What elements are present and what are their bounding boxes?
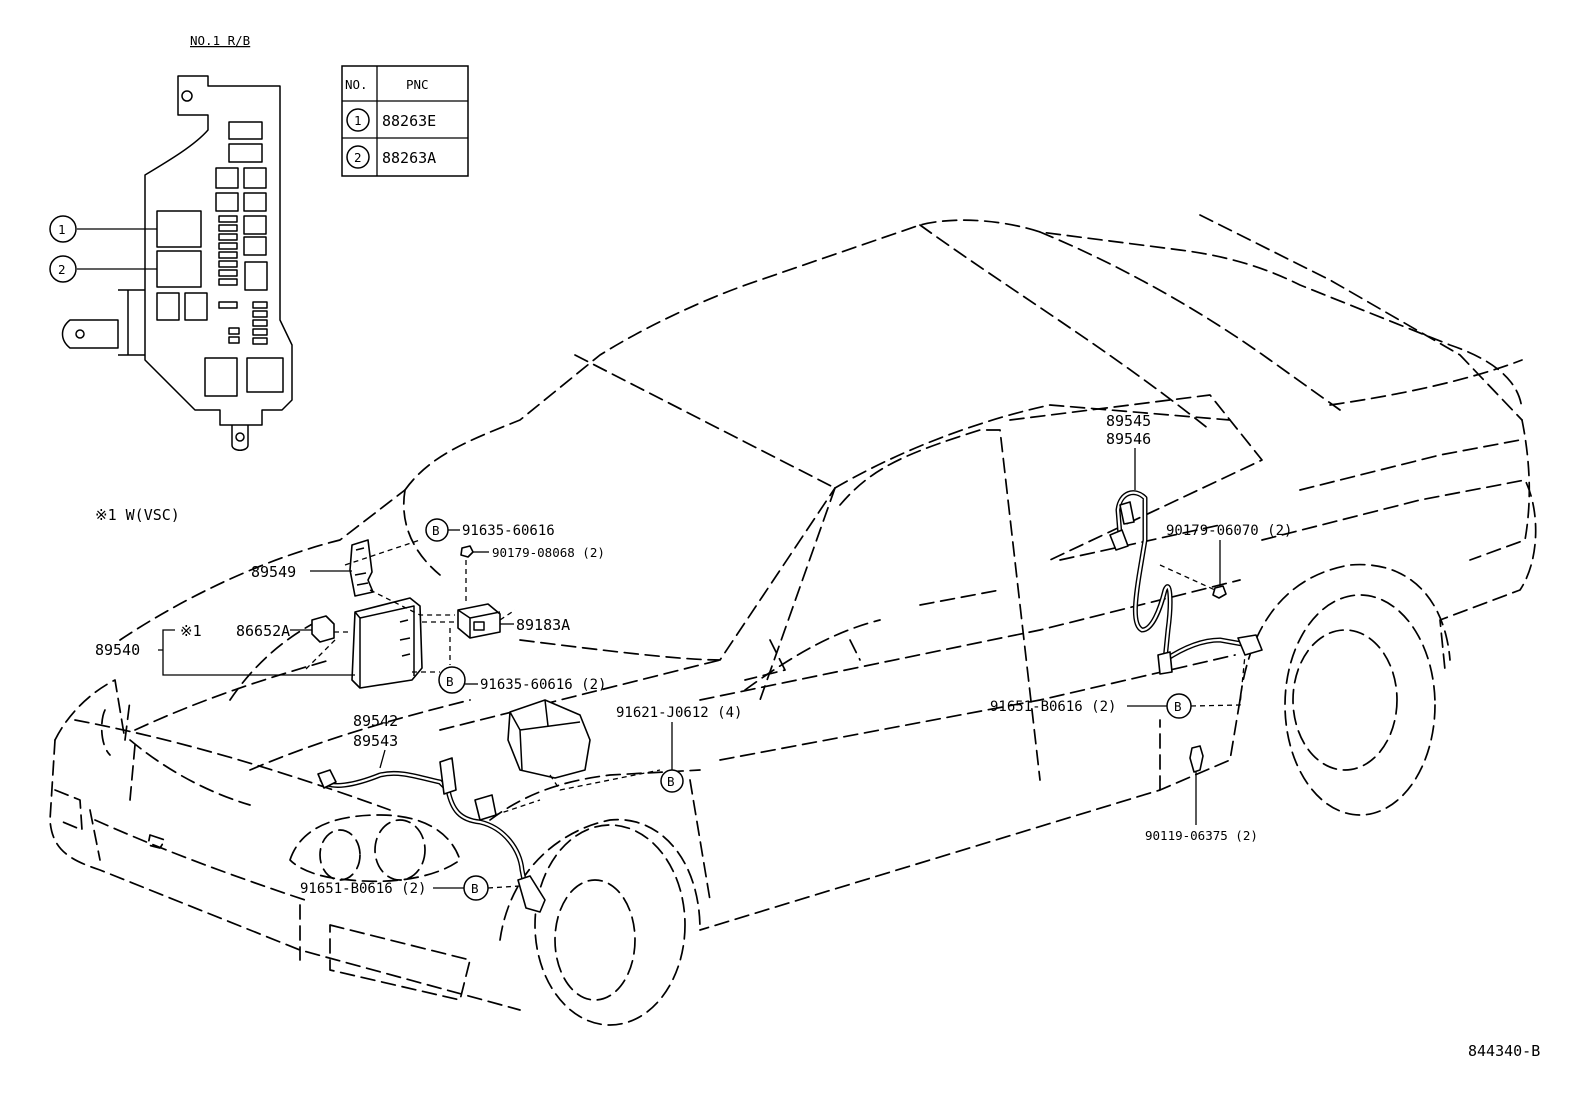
pnc-row2-pnc: 88263A xyxy=(382,149,436,167)
pnc-row2-circle xyxy=(346,145,370,169)
yaw-sensor-86652A xyxy=(311,615,335,643)
bolt-90119-06375 xyxy=(1189,745,1204,773)
callout-2-label: 2 xyxy=(58,262,66,277)
b-mark-actuator xyxy=(660,769,684,793)
variant-note: ※1 W(VSC) xyxy=(95,506,180,524)
pnc-table: NO. PNC 1 88263E 2 88263A xyxy=(341,65,469,177)
label-91621: 91621-J0612 (4) xyxy=(616,705,742,721)
label-89546: 89546 xyxy=(1106,430,1151,448)
rear-speed-sensor xyxy=(1237,634,1263,656)
rear-sensor-group: 89545 89546 90179-06070 (2) 91651-B0616 … xyxy=(990,412,1292,843)
callout-2-circle xyxy=(49,255,77,283)
pnc-row1-no: 1 xyxy=(354,113,362,128)
label-91635-bot: 91635-60616 (2) xyxy=(480,677,606,693)
car-body-outline xyxy=(49,214,1537,1026)
label-89183A: 89183A xyxy=(516,616,570,634)
b-mark-front-label: B xyxy=(471,881,479,896)
relay-89183A xyxy=(457,603,501,639)
callout-1-circle xyxy=(49,215,77,243)
label-91651-front: 91651-B0616 (2) xyxy=(300,881,426,897)
b-mark-rear-label: B xyxy=(1174,699,1182,714)
figure-id: 844340-B xyxy=(1468,1042,1540,1060)
pnc-header-pnc: PNC xyxy=(406,77,429,92)
label-90179-08068: 90179-08068 (2) xyxy=(492,545,605,560)
relay-block-no1: NO.1 R/B xyxy=(49,33,293,451)
nut-90179-06070 xyxy=(1212,585,1227,599)
abs-ecu-group: 89549 ※1 86652A 89540 89183A B xyxy=(95,518,606,694)
pnc-row1-circle xyxy=(346,108,370,132)
abs-actuator xyxy=(507,699,591,779)
label-86652A: 86652A xyxy=(236,622,290,640)
label-91651-rear: 91651-B0616 (2) xyxy=(990,699,1116,715)
nut-90179-08068 xyxy=(460,545,474,558)
label-90119: 90119-06375 (2) xyxy=(1145,828,1258,843)
label-89542: 89542 xyxy=(353,712,398,730)
label-89545: 89545 xyxy=(1106,412,1151,430)
bracket-89549 xyxy=(349,539,374,597)
b-mark-top-label: B xyxy=(432,523,440,538)
callout-1-label: 1 xyxy=(58,222,66,237)
front-harness-connector xyxy=(317,769,337,789)
relay-block-title: NO.1 R/B xyxy=(190,33,250,48)
front-speed-sensor xyxy=(517,875,546,913)
pnc-row1-pnc: 88263E xyxy=(382,112,436,130)
label-89549: 89549 xyxy=(251,563,296,581)
b-mark-actuator-label: B xyxy=(667,774,675,789)
label-90179-06070: 90179-06070 (2) xyxy=(1166,523,1292,539)
pnc-header-no: NO. xyxy=(345,77,368,92)
label-89543: 89543 xyxy=(353,732,398,750)
front-sensor-group: 89542 89543 91621-J0612 (4) B 91651-B061… xyxy=(300,699,742,913)
pnc-row2-no: 2 xyxy=(354,150,362,165)
b-mark-mid-label: B xyxy=(446,674,454,689)
b-mark-mid xyxy=(438,666,466,694)
fuse-row xyxy=(218,215,268,345)
label-91635-top: 91635-60616 xyxy=(462,523,555,539)
label-89540: 89540 xyxy=(95,641,140,659)
rear-harness-connector xyxy=(1109,529,1129,551)
label-star1: ※1 xyxy=(180,622,202,640)
